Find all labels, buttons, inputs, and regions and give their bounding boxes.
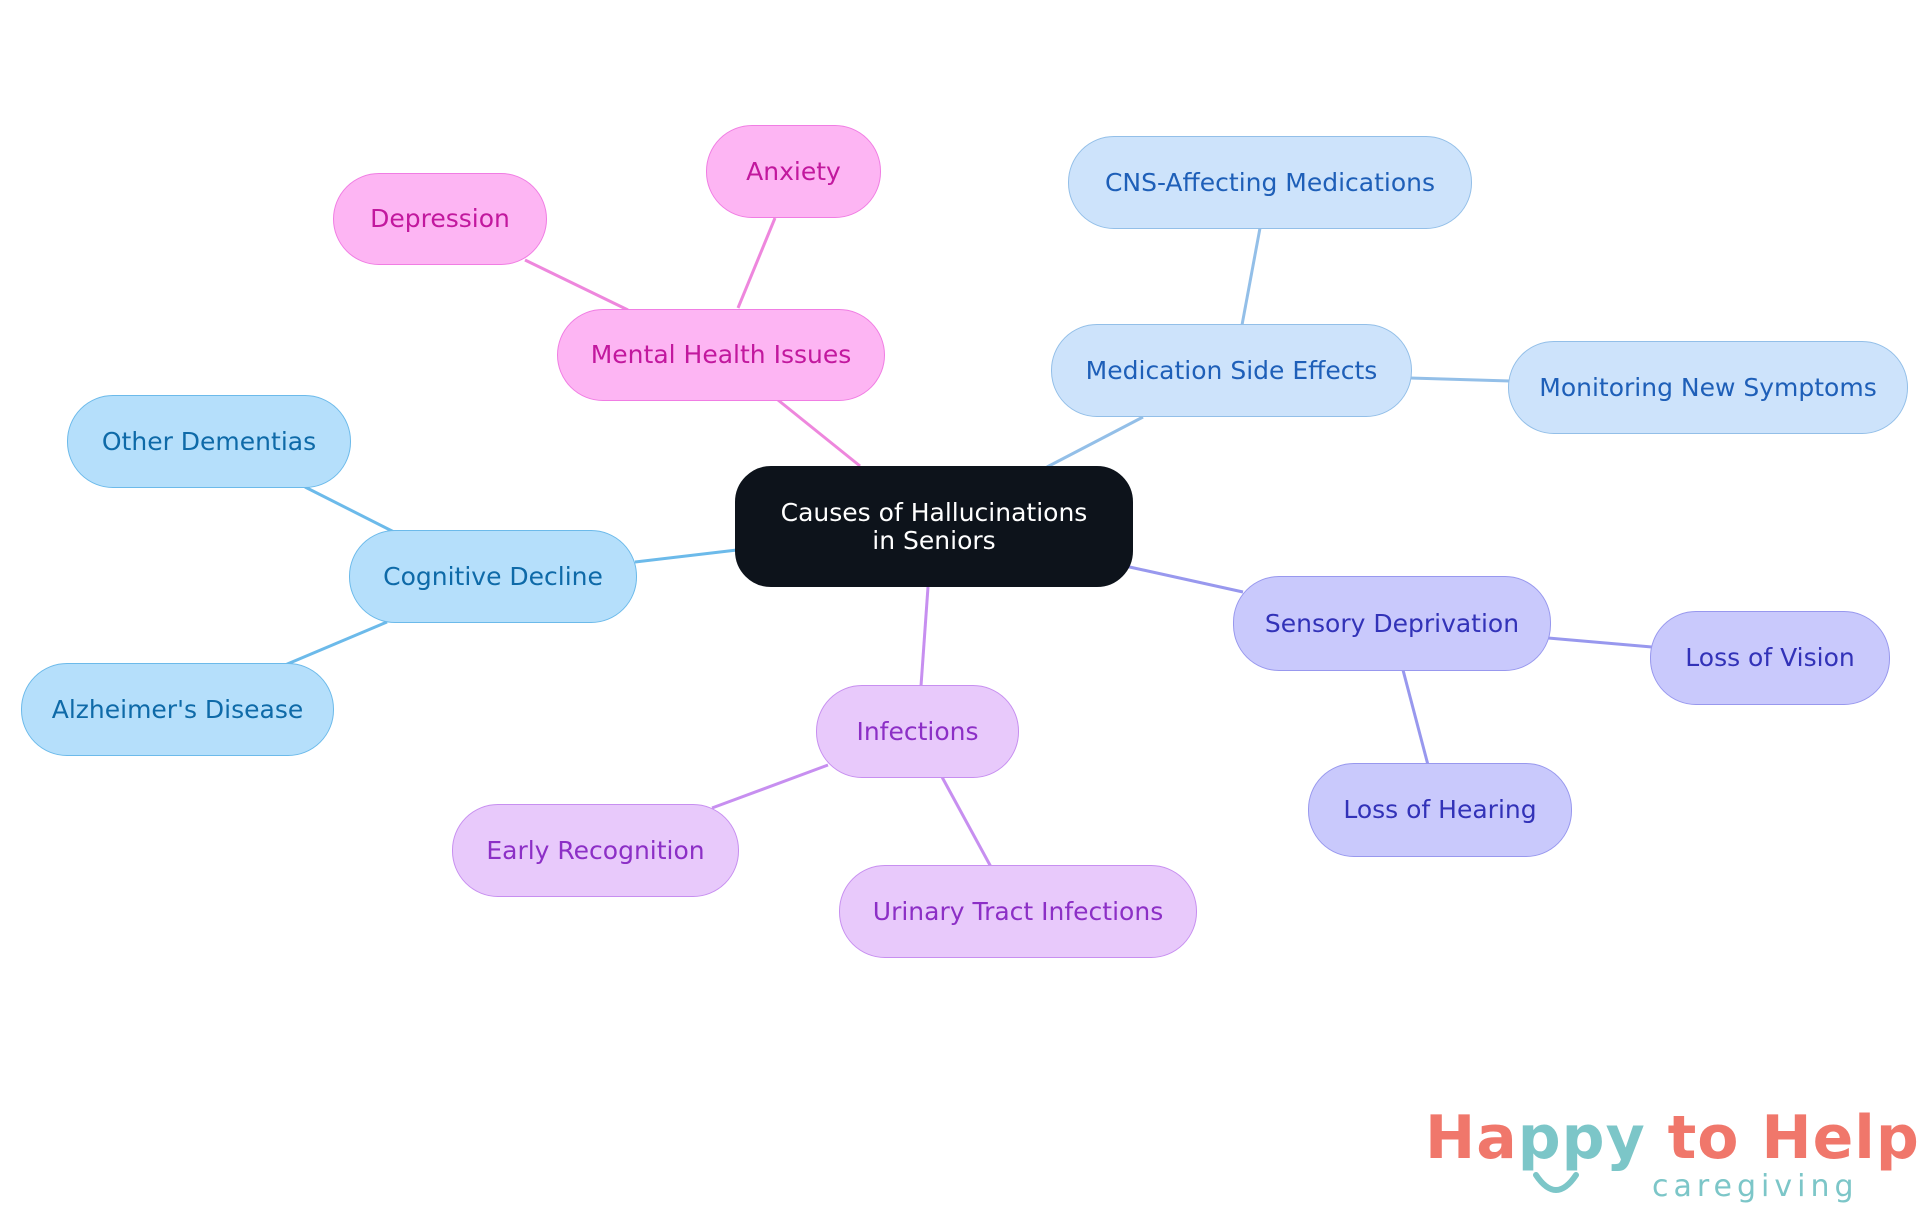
edge-sensory-vision [1547, 636, 1653, 649]
edge-cognitive-alzheimers [284, 620, 388, 667]
leaf-depression[interactable]: Depression [333, 173, 547, 265]
smile-icon [1533, 1172, 1579, 1193]
leaf-urinary-tract-infections[interactable]: Urinary Tract Infections [839, 865, 1197, 958]
edge-sensory-hearing [1401, 669, 1430, 766]
edge-medication-monitoring [1409, 376, 1511, 383]
logo-word-part: to Help [1645, 1103, 1920, 1173]
logo-tagline: caregiving [1652, 1169, 1859, 1204]
edge-mental-anxiety [736, 217, 777, 309]
leaf-anxiety[interactable]: Anxiety [706, 125, 881, 218]
happy-to-help-logo: Happy to Help caregiving [1425, 1105, 1919, 1205]
leaf-early-recognition[interactable]: Early Recognition [452, 804, 739, 897]
branch-label: Mental Health Issues [590, 340, 852, 369]
branch-label: Infections [856, 716, 979, 746]
leaf-other-dementias[interactable]: Other Dementias [67, 395, 351, 488]
branch-medication-side-effects[interactable]: Medication Side Effects [1051, 324, 1412, 417]
leaf-label: Anxiety [746, 156, 841, 186]
edge-medication-cns [1240, 227, 1262, 326]
leaf-cns-affecting-medications[interactable]: CNS-Affecting Medications [1068, 136, 1472, 229]
leaf-label: Loss of Vision [1685, 643, 1855, 672]
leaf-label: Early Recognition [486, 835, 705, 865]
leaf-label: Urinary Tract Infections [872, 896, 1164, 926]
branch-sensory-deprivation[interactable]: Sensory Deprivation [1233, 576, 1551, 671]
leaf-loss-of-hearing[interactable]: Loss of Hearing [1308, 763, 1572, 857]
leaf-alzheimers-disease[interactable]: Alzheimer's Disease [21, 663, 334, 756]
branch-infections[interactable]: Infections [816, 685, 1019, 778]
edge-root-sensory [1124, 564, 1244, 594]
logo-wordmark: Happy to Help [1425, 1105, 1920, 1171]
edge-root-infections [919, 586, 930, 687]
branch-label: Cognitive Decline [383, 561, 603, 591]
branch-label: Sensory Deprivation [1264, 608, 1520, 638]
leaf-label: Monitoring New Symptoms [1539, 372, 1877, 402]
edge-mental-depression [524, 258, 629, 312]
root-label: Causes of Hallucinations in Seniors [780, 497, 1088, 555]
leaf-monitoring-new-symptoms[interactable]: Monitoring New Symptoms [1508, 341, 1908, 434]
leaf-label: Depression [370, 204, 510, 233]
leaf-label: Loss of Hearing [1343, 795, 1537, 824]
leaf-loss-of-vision[interactable]: Loss of Vision [1650, 611, 1890, 705]
leaf-label: Other Dementias [101, 426, 317, 456]
logo-word-part: ppy [1517, 1103, 1646, 1173]
edge-root-cognitive [634, 548, 738, 564]
edge-cognitive-other [304, 485, 399, 536]
logo-word-part: Ha [1425, 1103, 1518, 1173]
branch-mental-health[interactable]: Mental Health Issues [557, 309, 885, 401]
edge-root-mental [777, 398, 861, 468]
root-node[interactable]: Causes of Hallucinations in Seniors [735, 466, 1133, 587]
leaf-label: Alzheimer's Disease [51, 694, 304, 724]
branch-cognitive-decline[interactable]: Cognitive Decline [349, 530, 637, 623]
branch-label: Medication Side Effects [1085, 355, 1378, 385]
edge-infections-uti [940, 776, 993, 868]
leaf-label: CNS-Affecting Medications [1104, 167, 1436, 197]
edge-infections-early [711, 763, 829, 810]
edge-root-medication [1046, 415, 1144, 469]
